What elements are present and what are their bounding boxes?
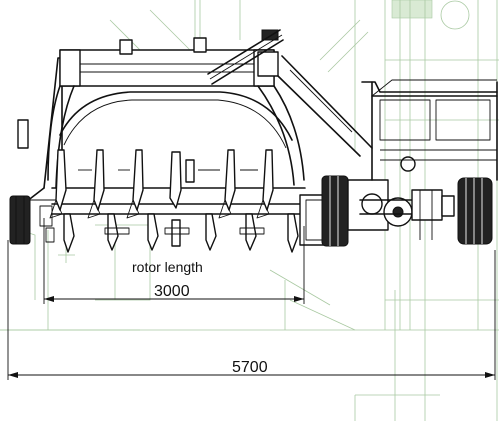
left-frame xyxy=(9,57,63,245)
tine xyxy=(169,151,195,209)
lower-tine xyxy=(63,213,75,253)
tine xyxy=(49,149,67,219)
lower-tine xyxy=(171,219,181,247)
operator-cab xyxy=(361,79,498,181)
rotor-assembly xyxy=(49,149,306,253)
lower-tine xyxy=(147,213,159,251)
tine xyxy=(256,149,274,219)
drive-assembly xyxy=(277,55,493,247)
overall-length-dimension: 5700 xyxy=(232,359,268,376)
lower-tine xyxy=(205,213,217,251)
lower-tine xyxy=(245,213,257,251)
main-frame xyxy=(47,29,305,189)
dimension-overall xyxy=(7,240,496,380)
lower-tine xyxy=(287,213,299,253)
lower-tine xyxy=(107,213,119,251)
tine xyxy=(126,149,144,219)
dimension-rotor xyxy=(43,218,305,304)
rotor-length-dimension: 3000 xyxy=(154,283,190,300)
tine xyxy=(87,149,105,219)
tine xyxy=(218,149,236,219)
rotor-length-caption: rotor length xyxy=(132,259,203,275)
